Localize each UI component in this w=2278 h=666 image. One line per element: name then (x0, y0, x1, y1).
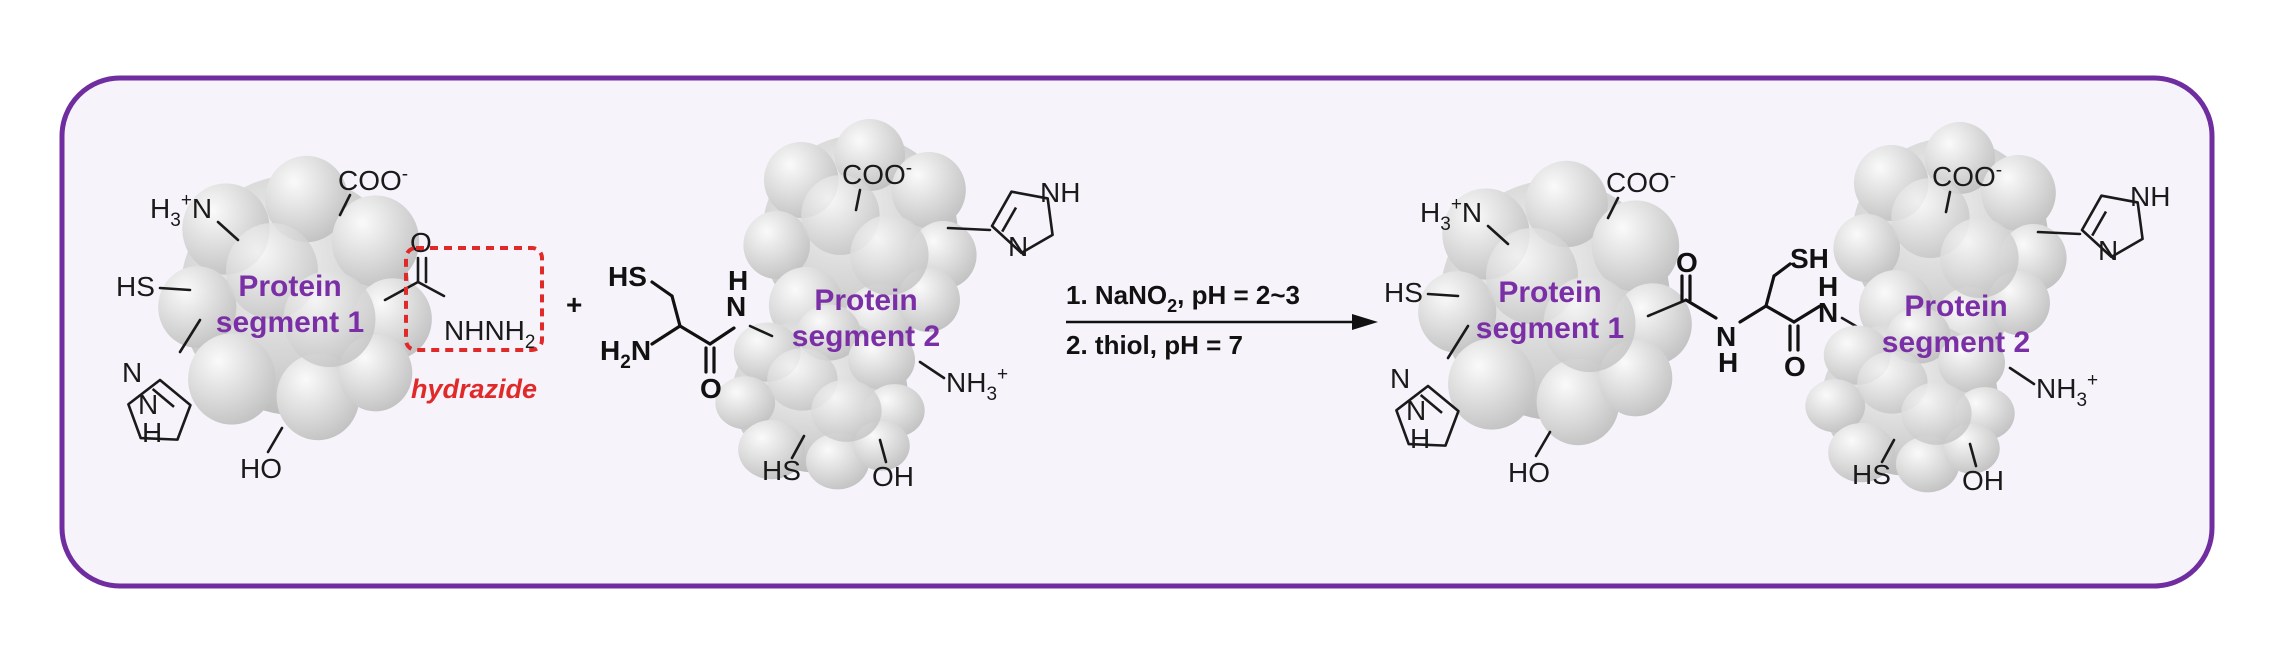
nh-label: N (138, 389, 158, 420)
o-label: O (1676, 247, 1698, 278)
nh-label: N (1716, 321, 1736, 352)
bond (650, 280, 674, 298)
hs-label: HS (762, 455, 801, 486)
o-label: O (700, 373, 722, 404)
coo-label: COO- (1606, 166, 1676, 198)
hs-label: HS (1384, 277, 1423, 308)
bond (1880, 438, 1896, 464)
bond (1684, 298, 1718, 320)
bond (670, 294, 682, 328)
plus-sign: + (566, 289, 582, 320)
nh-label: N (1406, 395, 1426, 426)
segment1-label-line2: segment 1 (216, 306, 364, 339)
product-segment2-label-line1: Protein (1904, 290, 2007, 323)
bond (383, 280, 420, 302)
sh-label: SH (1790, 243, 1829, 274)
ho-label: HO (1508, 457, 1550, 488)
segment2-label-line1: Protein (814, 284, 917, 317)
o-label: O (410, 227, 432, 258)
coo-label: COO- (338, 164, 408, 196)
bond (650, 324, 682, 346)
hs-label: HS (116, 271, 155, 302)
ho-label: HO (240, 453, 282, 484)
bond (1764, 304, 1796, 324)
bond (1792, 304, 1822, 324)
product-segment2-label-line2: segment 2 (1882, 326, 2030, 359)
segment2-label-line2: segment 2 (792, 320, 940, 353)
segment2-reactant: Protein segment 2 HS H2N O N H COO- NH N… (600, 119, 1080, 492)
coo-label: COO- (1932, 160, 2002, 192)
bond (1486, 224, 1510, 246)
dashed-highlight-box-icon (404, 246, 544, 352)
reaction-arrow-group: 1. NaNO2, pH = 2~3 2. thiol, pH = 7 (1066, 280, 1378, 360)
bond (1764, 274, 1776, 308)
bond (158, 286, 192, 292)
nh-label: N (1818, 297, 1838, 328)
segment1-label-line1: Protein (238, 270, 341, 303)
nh3-label: NH3+ (2036, 370, 2098, 411)
n-label: N (122, 357, 142, 388)
nh-label: NH (2130, 181, 2170, 212)
nh-label: N (726, 291, 746, 322)
bond (708, 326, 736, 346)
bond (1426, 292, 1460, 298)
h3n-label: H3+N (150, 190, 212, 231)
bond (338, 193, 352, 217)
h-label: H (1718, 347, 1738, 378)
hs-label: HS (1852, 459, 1891, 490)
bond (1772, 262, 1792, 278)
nh3-label: NH3+ (946, 364, 1008, 405)
product-segment1-label-line2: segment 1 (1476, 312, 1624, 345)
h-label: H (142, 417, 162, 448)
bond (918, 360, 946, 380)
bond (266, 426, 284, 454)
segment1-reactant: Protein segment 1 H3+N COO- HS N N H HO … (116, 155, 544, 484)
bond (1646, 298, 1688, 318)
bond (2008, 366, 2036, 386)
condition-line-2: 2. thiol, pH = 7 (1066, 330, 1243, 360)
bond (1944, 190, 1952, 214)
protein-blob-icon (1833, 122, 2067, 359)
oh-label: OH (1962, 465, 2004, 496)
frame-panel (59, 75, 2215, 589)
bond (748, 324, 774, 338)
nh-label: NH (1040, 177, 1080, 208)
n-label: N (2098, 235, 2118, 266)
coo-label: COO- (842, 158, 912, 190)
bond (1738, 304, 1768, 324)
nhnh2-label: NHNH2 (444, 315, 535, 353)
bond (1446, 324, 1470, 360)
h2n-label: H2N (600, 335, 651, 373)
n-label: N (1008, 231, 1028, 262)
h3n-label: H3+N (1420, 194, 1482, 235)
sh-label: HS (608, 261, 647, 292)
o-label: O (1784, 351, 1806, 382)
product-segment1-label-line1: Protein (1498, 276, 1601, 309)
h-label: H (728, 265, 748, 296)
bond (178, 318, 202, 354)
bond (216, 220, 240, 242)
oh-label: OH (872, 461, 914, 492)
arrowhead-icon (1352, 314, 1378, 330)
bond (1968, 442, 1978, 468)
bond (946, 226, 992, 232)
bond (416, 280, 446, 298)
bond (790, 434, 806, 460)
n-label: N (1390, 363, 1410, 394)
bond (1534, 430, 1552, 458)
bond (678, 324, 712, 346)
ligated-product: Protein segment 1 H3+N COO- HS N N H HO … (1384, 122, 2170, 496)
h-label: H (1410, 423, 1430, 454)
bond (854, 188, 862, 212)
h-label: H (1818, 271, 1838, 302)
condition-line-1: 1. NaNO2, pH = 2~3 (1066, 280, 1300, 316)
bond (1606, 196, 1620, 220)
hydrazide-label: hydrazide (411, 374, 537, 404)
bond (878, 438, 888, 464)
bond (2036, 230, 2082, 236)
